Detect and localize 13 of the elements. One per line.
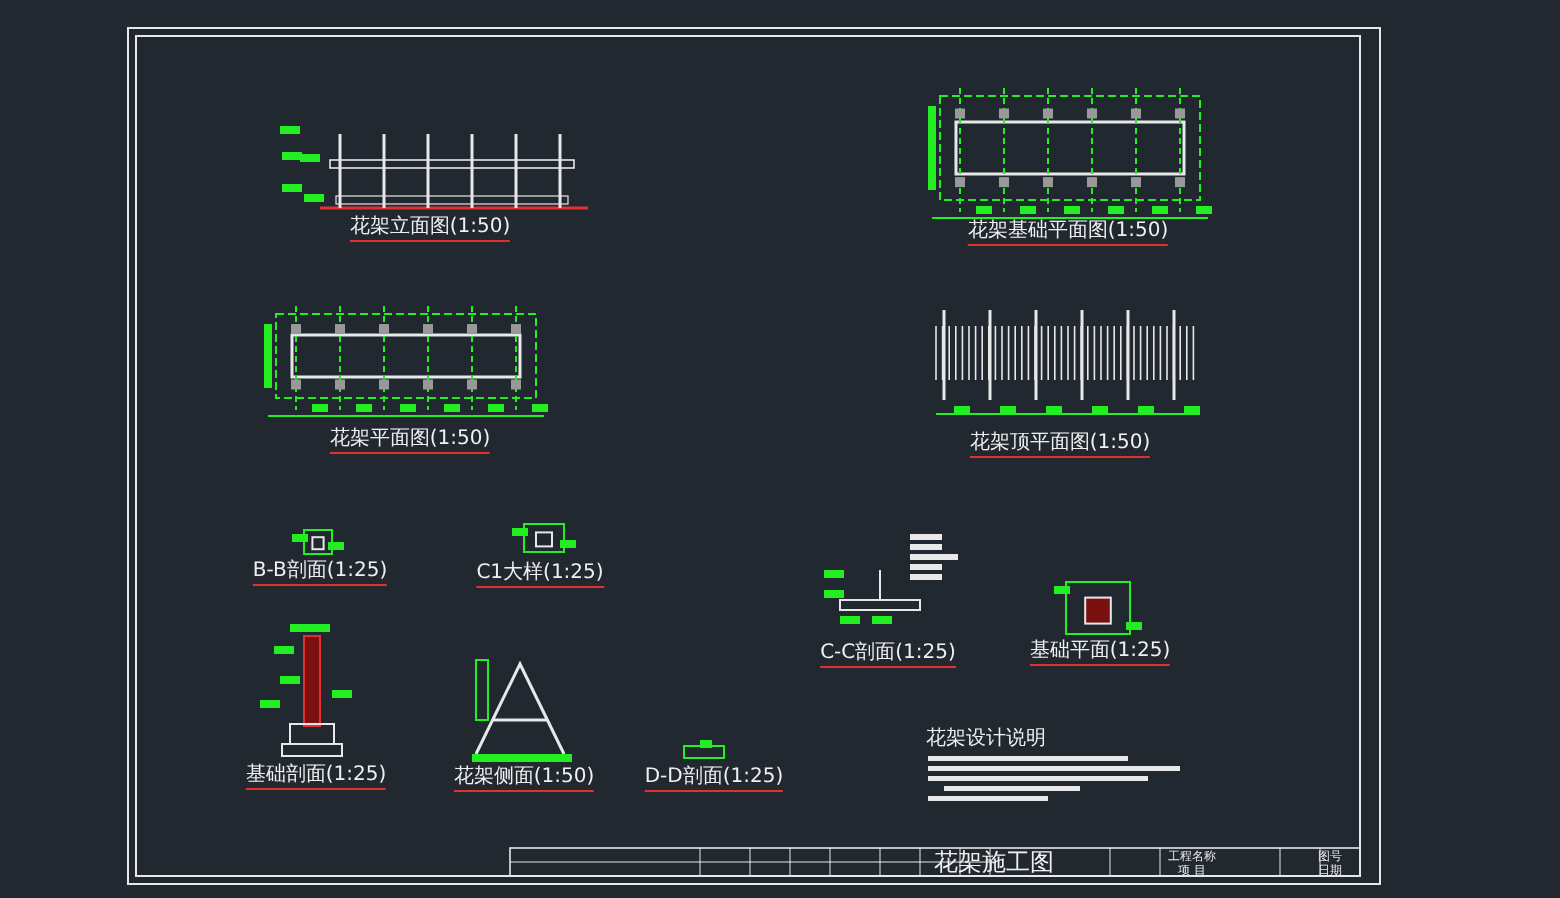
drawing-title: 花架侧面(1:50) (453, 766, 595, 792)
drawing-title: C-C剖面(1:25) (820, 642, 956, 668)
drawing-title: 花架平面图(1:50) (329, 428, 491, 454)
drawing-title: C1大样(1:25) (476, 562, 604, 588)
drawing-title: 花架基础平面图(1:50) (967, 220, 1169, 246)
notes-heading: 花架设计说明 (926, 728, 1046, 752)
drawing-title: D-D剖面(1:25) (644, 766, 784, 792)
drawing-title: 基础平面(1:25) (1029, 640, 1171, 666)
drawing-title: 花架顶平面图(1:50) (969, 432, 1151, 458)
drawing-title: 基础剖面(1:25) (245, 764, 387, 790)
drawing-title: B-B剖面(1:25) (252, 560, 388, 586)
sheet-title: 花架施工图 (934, 850, 1054, 874)
drawing-title: 花架立面图(1:50) (349, 216, 511, 242)
